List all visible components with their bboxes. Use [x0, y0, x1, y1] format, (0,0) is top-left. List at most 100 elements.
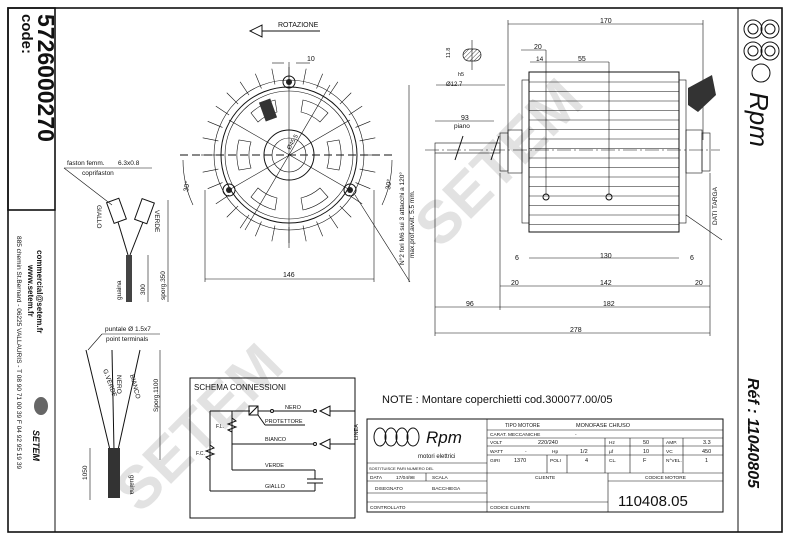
svg-text:guaina: guaina: [128, 475, 135, 495]
svg-text:CL.: CL.: [609, 458, 616, 464]
cooling-fin: [202, 137, 219, 142]
svg-text:450: 450: [702, 449, 711, 455]
address: 885 chemin St.Bernard - 06225 VALLAURIS …: [15, 236, 22, 469]
cooling-fin: [271, 68, 276, 85]
hole-note-2: max.prof.avvit. 5.5 mm.: [409, 190, 416, 258]
cooling-fin: [339, 92, 352, 105]
rpm-logo-coils: [743, 19, 780, 83]
cooling-fin: [316, 73, 323, 89]
dim-96: 96: [466, 301, 474, 308]
dim-14: 14: [536, 56, 544, 63]
website: www.setem.fr: [26, 264, 35, 317]
dim-width: 146: [283, 272, 295, 279]
svg-text:AMP.: AMP.: [666, 440, 677, 446]
svg-text:VC: VC: [666, 449, 673, 455]
cooling-fin: [359, 168, 376, 173]
dim-278: 278: [570, 327, 582, 334]
cooling-fin: [239, 214, 250, 229]
cooling-fin: [328, 81, 339, 96]
cooling-fin: [239, 81, 250, 96]
cooling-fin: [302, 68, 307, 85]
cooling-fin: [226, 92, 239, 105]
dim-93: 93: [461, 115, 469, 122]
vent-slots: [236, 99, 342, 211]
code-value: 5726000270: [33, 14, 59, 142]
svg-text:17/04/98: 17/04/98: [396, 475, 415, 481]
center-dim: Ø45.5: [287, 133, 301, 151]
svg-text:guaina: guaina: [116, 280, 123, 300]
svg-text:1050: 1050: [82, 465, 89, 480]
svg-text:-: -: [525, 450, 527, 455]
svg-text:h5: h5: [458, 72, 464, 78]
svg-text:point terminals: point terminals: [106, 336, 149, 343]
svg-text:SETEM: SETEM: [31, 430, 41, 462]
svg-text:CODICE MOTORE: CODICE MOTORE: [645, 475, 686, 481]
codice-motore: 110408.05: [618, 493, 688, 510]
svg-text:-: -: [575, 433, 577, 438]
dim-170: 170: [600, 18, 612, 25]
cable-top-detail: faston femm. 6.3x0.8 coprifaston GIALLO …: [63, 160, 169, 302]
svg-text:SCALA: SCALA: [432, 475, 449, 481]
svg-text:LINEA: LINEA: [354, 424, 360, 440]
title-logo-coils: [373, 427, 420, 447]
svg-text:CODICE CLIENTE: CODICE CLIENTE: [490, 505, 530, 511]
cooling-fin: [255, 73, 262, 89]
svg-text:220/240: 220/240: [538, 440, 558, 446]
title-logo: Rpm: [426, 428, 462, 447]
svg-text:sporg.350: sporg.350: [160, 271, 167, 300]
svg-text:50: 50: [643, 440, 649, 446]
svg-text:F: F: [643, 458, 647, 464]
schema-box: [189, 377, 356, 519]
svg-text:NERO: NERO: [285, 405, 302, 411]
cable-bottom-detail: puntale Ø 1.5x7 point terminals G.VERDE …: [82, 326, 161, 500]
svg-text:faston femm.: faston femm.: [67, 160, 105, 167]
angle-left: 30°: [182, 180, 192, 192]
cooling-fin: [355, 121, 371, 128]
rotation-label: ROTAZIONE: [278, 22, 319, 29]
cooling-fin: [207, 182, 223, 189]
rpm-logo-text: Rpm: [744, 92, 774, 147]
svg-text:GIALLO: GIALLO: [95, 205, 102, 228]
dim-6-right: 6: [690, 255, 694, 262]
dim-130: 130: [600, 253, 612, 260]
svg-text:BACCHIEGA: BACCHIEGA: [432, 486, 461, 492]
shaft-section: 11.8 h5 Ø12.7: [436, 40, 505, 88]
code-label: code:: [18, 14, 35, 54]
cooling-fin: [359, 137, 376, 142]
svg-text:F.C.: F.C.: [196, 451, 205, 457]
svg-text:1370: 1370: [514, 458, 526, 464]
cooling-fin: [215, 105, 230, 116]
cooling-fin: [355, 182, 371, 189]
email: commercial@setem.fr: [35, 250, 44, 333]
svg-text:DISEGNATO: DISEGNATO: [375, 486, 403, 492]
dim-20-left: 20: [511, 280, 519, 287]
dim-142: 142: [600, 280, 612, 287]
svg-text:VERDE: VERDE: [153, 210, 160, 233]
code-box: [7, 7, 56, 211]
dim-20-top: 20: [534, 44, 542, 51]
cooling-fin: [271, 225, 276, 242]
dim-top: 10: [307, 56, 315, 63]
cable-exit: [688, 75, 716, 112]
cooling-fin: [348, 105, 363, 116]
svg-text:3.3: 3.3: [703, 440, 711, 446]
schema-title: SCHEMA CONNESSIONI: [194, 383, 286, 392]
svg-text:NERO: NERO: [115, 375, 122, 394]
setem-logo: SETEM: [31, 397, 48, 462]
svg-text:F.L.: F.L.: [216, 424, 224, 430]
note-text: NOTE : Montare coperchietti cod.300077.0…: [382, 394, 613, 406]
svg-text:CLIENTE: CLIENTE: [535, 475, 555, 481]
watermark: SETEM: [402, 66, 596, 260]
svg-text:1: 1: [705, 458, 708, 464]
dim-20-right: 20: [695, 280, 703, 287]
hole-note-1: N°2 fori M6 sui 3 attacchi a 120°: [398, 172, 406, 265]
svg-text:300: 300: [140, 284, 147, 295]
svg-text:µf: µf: [609, 449, 614, 455]
cooling-fin: [316, 221, 323, 237]
wiring-schema: SCHEMA CONNESSIONI NERO PROTETTORE F.L. …: [189, 377, 360, 519]
svg-text:DATA: DATA: [370, 475, 383, 481]
svg-text:4: 4: [585, 458, 588, 464]
svg-text:CARAT. MECCANICHE: CARAT. MECCANICHE: [490, 432, 540, 438]
svg-text:VOLT: VOLT: [490, 440, 502, 446]
